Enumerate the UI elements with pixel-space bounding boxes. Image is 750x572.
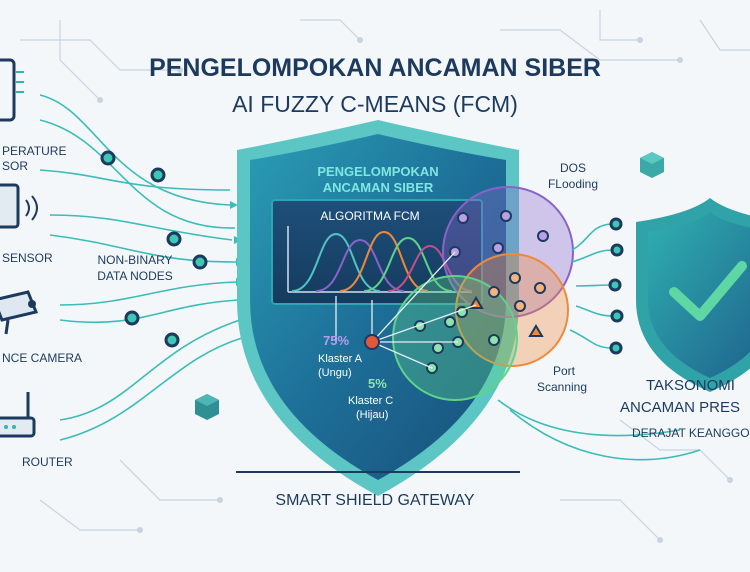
fcm-panel: ALGORITMA FCM xyxy=(271,199,483,305)
thermometer-icon xyxy=(0,58,24,122)
cluster-point xyxy=(509,272,521,284)
output-node xyxy=(609,217,623,231)
check-icon xyxy=(669,261,747,321)
gateway-label: SMART SHIELD GATEWAY xyxy=(275,492,474,509)
router-icon xyxy=(0,392,36,438)
data-node xyxy=(150,167,166,183)
membership-c-label1: Klaster C xyxy=(348,395,393,407)
device-label-sensor: SENSOR xyxy=(2,251,53,265)
cluster-label-dos-line1: DOS xyxy=(560,161,586,175)
cluster-label-port-line2: Scanning xyxy=(537,380,587,394)
sample-data-point xyxy=(364,334,380,350)
cluster-point xyxy=(488,286,500,298)
data-node xyxy=(164,332,180,348)
data-flow-lines xyxy=(39,94,243,441)
membership-c-percent: 5% xyxy=(368,376,387,391)
device-label-temperature: PERATURE xyxy=(2,144,66,158)
output-node xyxy=(610,309,624,323)
device-sensor: SENSOR xyxy=(0,183,53,265)
shield-title-line2: ANCAMAN SIBER xyxy=(323,180,434,195)
cluster-point xyxy=(444,316,456,328)
cluster-label-dos-line2: FLooding xyxy=(548,177,598,191)
cluster-point xyxy=(534,282,546,294)
cluster-point xyxy=(492,242,504,254)
device-label-camera: NCE CAMERA xyxy=(2,351,82,365)
device-thermometer: PERATURE SOR xyxy=(0,58,66,173)
shield-title-line1: PENGELOMPOKAN xyxy=(317,164,438,179)
output-node xyxy=(610,243,624,257)
circuit-nodes xyxy=(97,37,733,543)
data-node xyxy=(100,150,116,166)
cluster-point xyxy=(500,210,512,222)
cube-decor-right xyxy=(640,152,664,178)
device-camera: NCE CAMERA xyxy=(0,290,82,365)
data-nodes xyxy=(100,150,208,348)
sensor-icon xyxy=(0,183,38,229)
taxonomy-line2: ANCAMAN PRES xyxy=(620,399,740,416)
output-node xyxy=(608,278,622,292)
camera-icon xyxy=(0,290,39,335)
data-node xyxy=(192,254,208,270)
device-label-router: ROUTER xyxy=(22,455,73,469)
membership-lines xyxy=(335,251,477,369)
output-node xyxy=(609,341,623,355)
output-nodes xyxy=(608,217,624,355)
cluster-point-triangle xyxy=(528,324,544,337)
cluster-point xyxy=(488,334,500,346)
membership-c-label2: (Hijau) xyxy=(356,409,388,421)
membership-a-percent: 75% xyxy=(323,333,349,348)
cluster-point xyxy=(514,300,526,312)
data-node xyxy=(124,310,140,326)
page-title: PENGELOMPOKAN ANCAMAN SIBER xyxy=(149,54,601,82)
nodes-label-line2: DATA NODES xyxy=(97,269,173,283)
cluster-point xyxy=(432,342,444,354)
nodes-label-line1: NON-BINARY xyxy=(97,253,172,267)
membership-a-label1: Klaster A xyxy=(318,353,363,365)
cluster-label-port-line1: Port xyxy=(553,364,576,378)
taxonomy-line3: DERAJAT KEANGGOT xyxy=(632,426,750,440)
membership-a-label2: (Ungu) xyxy=(318,367,352,379)
page-subtitle: AI FUZZY C-MEANS (FCM) xyxy=(232,91,518,117)
cluster-point xyxy=(537,230,549,242)
device-label-temperature-line2: SOR xyxy=(2,159,28,173)
cube-decor-left xyxy=(195,394,219,420)
taxonomy-shield xyxy=(636,198,750,392)
taxonomy-line1: TAKSONOMI xyxy=(646,377,735,394)
nodes-label: NON-BINARY DATA NODES xyxy=(97,253,173,283)
output-lines xyxy=(497,223,701,461)
device-router: ROUTER xyxy=(0,392,73,469)
cluster-point xyxy=(457,212,469,224)
data-node xyxy=(166,231,182,247)
algo-label: ALGORITMA FCM xyxy=(320,209,419,223)
